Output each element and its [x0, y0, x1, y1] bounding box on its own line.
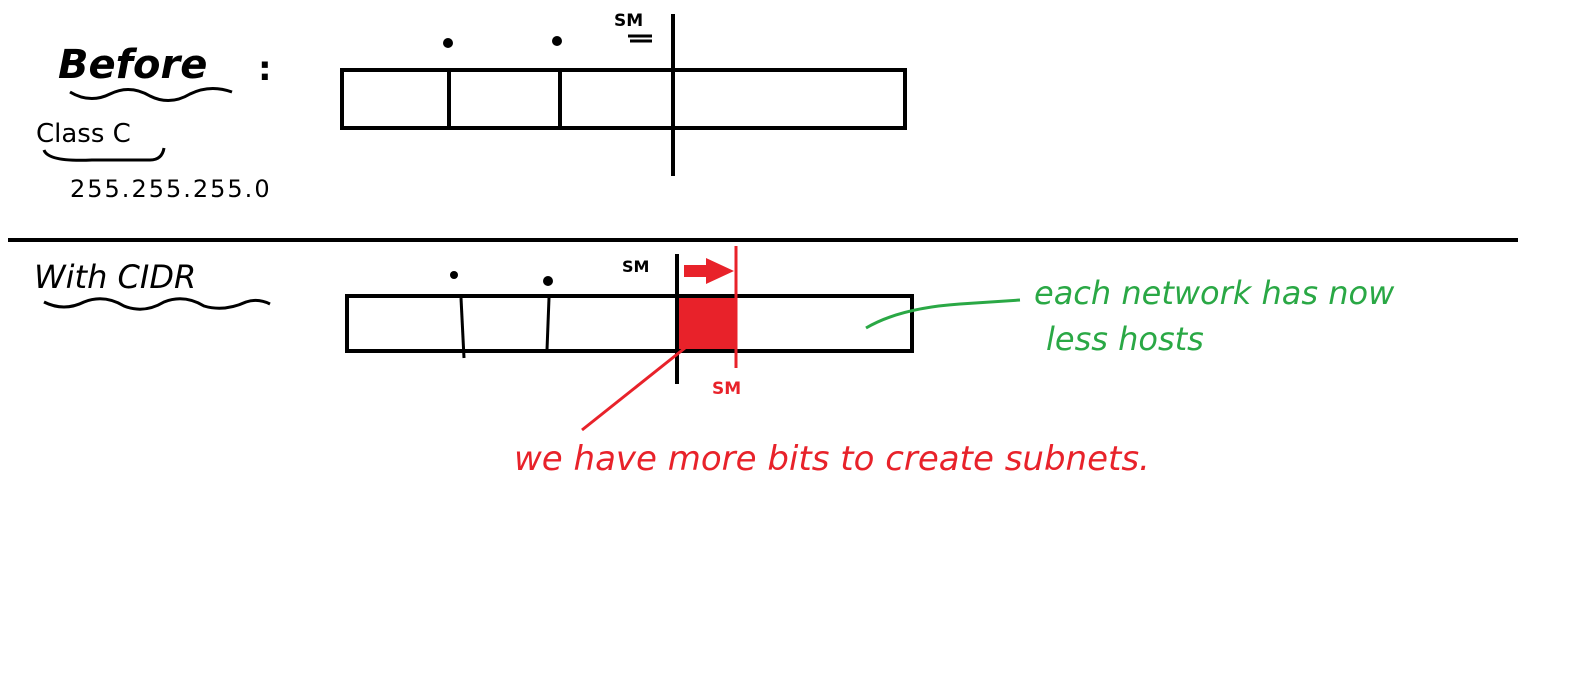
class-underline-brace — [42, 147, 166, 162]
before-section: Before : Class C 255.255.255.0 SM — [36, 11, 907, 203]
shift-arrow-icon — [706, 258, 734, 284]
before-sm-label: SM — [614, 11, 643, 31]
more-bits-pointer-line — [581, 342, 691, 432]
note-less-hosts-line2: less hosts — [1046, 320, 1204, 358]
cidr-old-sm-label: SM — [622, 257, 649, 276]
cidr-dot-1 — [450, 271, 458, 279]
shift-arrow-shaft — [684, 265, 708, 277]
cidr-section: With CIDR SM SM we have more bits to cre… — [34, 246, 1395, 479]
before-title: Before — [58, 42, 207, 88]
cidr-title-underline — [43, 297, 271, 311]
cidr-new-sm-label: SM — [712, 379, 741, 399]
before-dot-1 — [443, 38, 453, 48]
cidr-octet-divider-1 — [459, 297, 466, 359]
cidr-address-box — [345, 294, 914, 353]
before-title-underline — [69, 87, 233, 102]
cidr-octet-divider-2 — [545, 297, 551, 351]
before-address-box — [340, 68, 907, 130]
cidr-dot-2 — [543, 276, 553, 286]
less-hosts-pointer-line — [865, 298, 1021, 330]
cidr-title: With CIDR — [34, 258, 196, 296]
note-more-bits: we have more bits to create subnets. — [514, 439, 1150, 479]
before-subnet-mask: 255.255.255.0 — [70, 175, 272, 203]
before-dot-2 — [552, 36, 562, 46]
note-less-hosts-line1: each network has now — [1034, 274, 1395, 312]
before-colon: : — [258, 49, 272, 89]
borrowed-bits-highlight — [678, 296, 736, 351]
class-label: Class C — [36, 119, 131, 149]
